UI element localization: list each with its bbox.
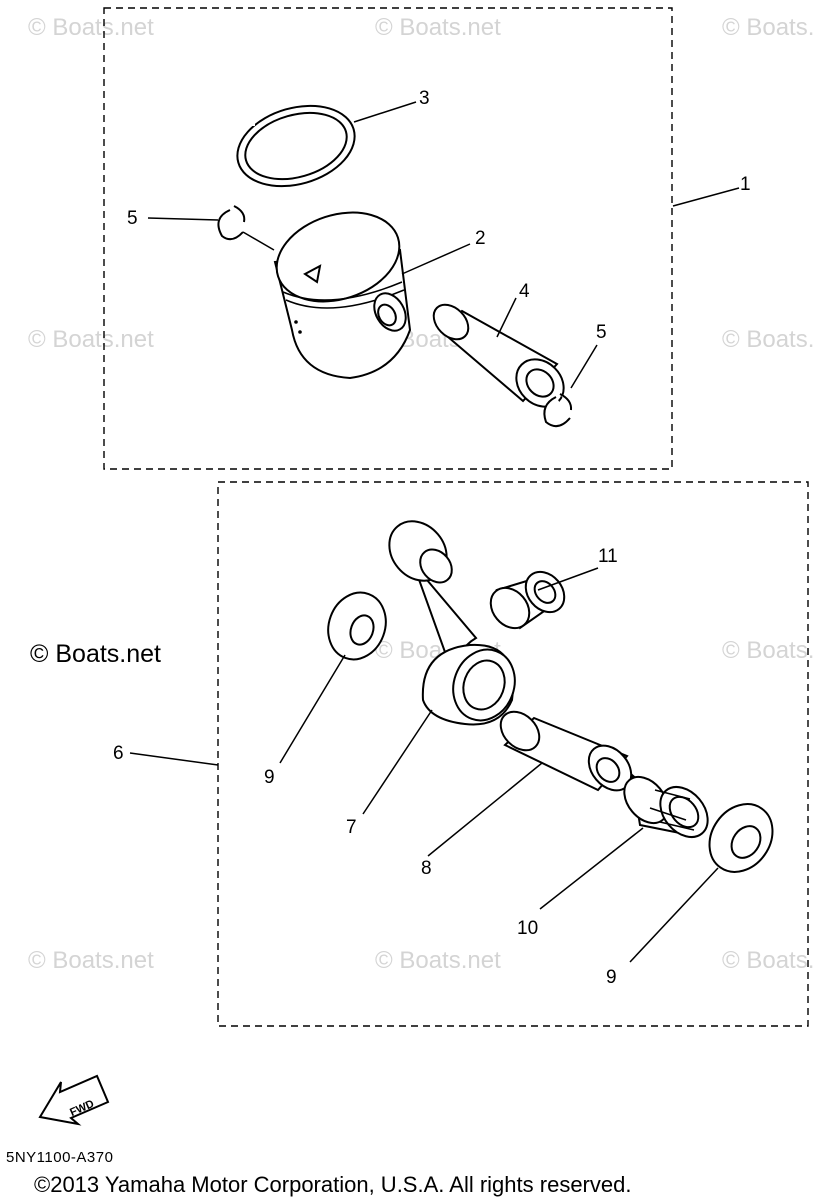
watermark-text: © Boats.net: [375, 14, 501, 41]
callout-2: 2: [475, 228, 486, 249]
piston-pin-part[interactable]: [427, 298, 573, 416]
watermark-text: © Boats.net: [28, 14, 154, 41]
callout-9: 9: [606, 967, 617, 988]
circlip-part[interactable]: [543, 393, 573, 428]
watermark-text: © Boats.net: [722, 637, 813, 664]
callout-3: 3: [419, 88, 430, 109]
watermark-text: © Boats.net: [722, 14, 813, 41]
callout-8: 8: [421, 858, 432, 879]
crankshaft-kit-box: [217, 481, 809, 1027]
diagram-code: 5NY1100-A370: [6, 1149, 113, 1166]
piston-ring-part[interactable]: [228, 93, 364, 199]
watermark-text: © Boats.net: [28, 326, 154, 353]
washer-part[interactable]: [697, 792, 786, 884]
watermark-text: © Boats.net: [375, 947, 501, 974]
callout-6: 6: [113, 743, 124, 764]
crank-pin-part[interactable]: [493, 704, 640, 799]
callout-5: 5: [127, 208, 138, 229]
copyright-text: ©2013 Yamaha Motor Corporation, U.S.A. A…: [34, 1172, 631, 1197]
callout-4: 4: [519, 281, 530, 302]
piston-part[interactable]: [265, 198, 412, 380]
callout-1: 1: [740, 174, 751, 195]
callout-10: 10: [517, 918, 538, 939]
piston-kit-box: [103, 7, 673, 470]
callout-11: 11: [598, 546, 618, 567]
callout-labels: 1 2 3 4 5 5 6 7 8 9 9 10 11: [113, 88, 751, 988]
small-end-bearing-part[interactable]: [483, 564, 572, 636]
callout-5: 5: [596, 322, 607, 343]
fwd-arrow-icon: FWD: [38, 1074, 110, 1126]
watermark-main: © Boats.net: [30, 640, 161, 668]
big-end-bearing-part[interactable]: [615, 769, 717, 847]
callout-9: 9: [264, 767, 275, 788]
leader-lines: [129, 101, 740, 963]
connecting-rod-part[interactable]: [378, 510, 525, 729]
watermark-text: © Boats.net: [28, 947, 154, 974]
watermark-text: © Boats.net: [722, 326, 813, 353]
watermark-text: © Boats.net: [722, 947, 813, 974]
washer-part[interactable]: [319, 584, 395, 667]
circlip-part[interactable]: [217, 205, 246, 241]
callout-7: 7: [346, 817, 357, 838]
